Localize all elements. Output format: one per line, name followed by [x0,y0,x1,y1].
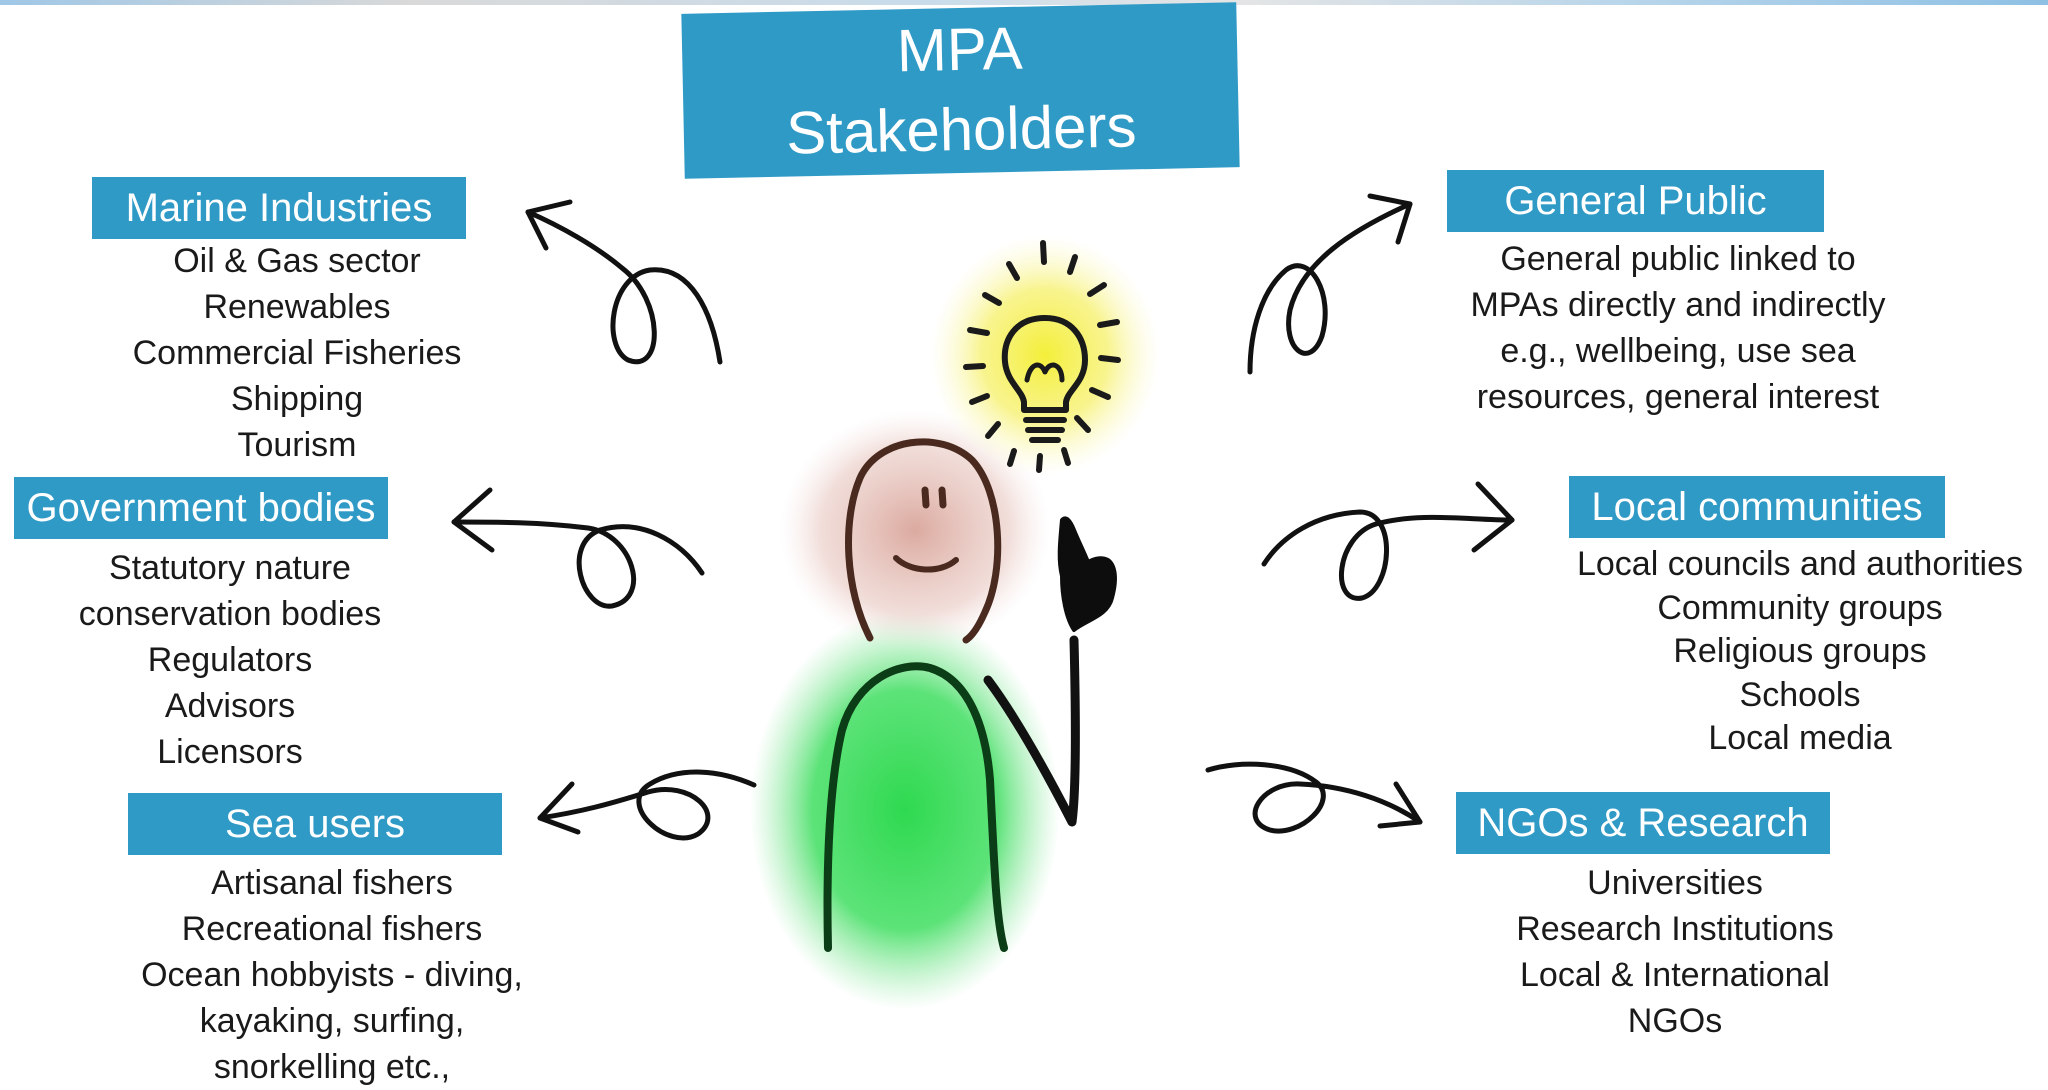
list-item: snorkelling etc., [213,1048,451,1086]
curly-arrow [1205,761,1423,834]
person-hand [1057,516,1117,632]
list-item: Research Institutions [1516,910,1834,948]
curly-arrow [1261,509,1515,601]
label-general-public: General Public [1447,170,1824,232]
list-item: Regulators [147,641,313,679]
list-marine-industries: Oil & Gas sector Renewables Commercial F… [97,238,497,468]
label-government-bodies: Government bodies [14,477,388,539]
lightbulb-icon [963,240,1121,473]
list-item: conservation bodies [78,595,382,633]
list-item: General public linked to [1500,240,1856,278]
list-item: e.g., wellbeing, use sea [1500,332,1856,370]
arrowhead [525,199,573,251]
curly-arrow [525,209,723,365]
list-general-public: General public linked to MPAs directly a… [1418,236,1938,420]
list-sea-users: Artisanal fishers Recreational fishers O… [112,860,552,1090]
list-item: kayaking, surfing, [199,1002,465,1040]
list-item: Local councils and authorities [1576,545,2024,583]
title-line-2: Stakeholders [785,92,1138,167]
list-item: Licensors [157,733,303,771]
list-item: Commercial Fisheries [132,334,462,372]
list-item: Statutory nature [109,549,351,587]
arrowhead [537,781,581,835]
person-eye-right [938,486,947,509]
title-line-1: MPA [896,14,1024,85]
list-item: Tourism [237,426,357,464]
curly-arrows [451,193,1515,841]
list-ngos-research: Universities Research Institutions Local… [1445,860,1905,1044]
arrowhead [1377,781,1423,829]
list-item: Recreational fishers [181,910,483,948]
person-figure [823,438,1117,952]
list-item: MPAs directly and indirectly [1470,286,1886,324]
curly-arrow [451,519,705,609]
label-ngos-research: NGOs & Research [1456,792,1830,854]
list-local-communities: Local councils and authorities Community… [1570,543,2030,761]
arrowhead [1471,481,1515,553]
list-item: Shipping [230,380,364,418]
list-item: Schools [1739,675,1861,714]
arrowhead [451,487,495,553]
list-item: NGOs [1627,1002,1723,1040]
list-item: Advisors [164,687,296,725]
list-item: Universities [1587,864,1763,902]
list-government-bodies: Statutory nature conservation bodies Reg… [30,545,430,775]
list-item: Oil & Gas sector [173,242,421,280]
list-item: Local media [1708,719,1892,757]
list-item: Community groups [1657,588,1943,627]
list-item: resources, general interest [1476,378,1880,416]
person-eye-left [921,486,930,509]
list-item: Religious groups [1673,632,1927,670]
list-item: Artisanal fishers [211,864,453,902]
list-item: Renewables [203,288,391,326]
curly-arrow [537,769,757,841]
arrowhead [1367,193,1413,245]
person-arm [983,635,1080,827]
person-body [823,662,1008,952]
person-smile [893,555,959,573]
list-item: Ocean hobbyists - diving, [141,956,523,994]
curly-arrow [1247,201,1413,375]
page-title: MPA Stakeholders [681,2,1240,179]
person-head [845,438,1002,644]
list-item: Local & International [1520,956,1830,994]
label-sea-users: Sea users [128,793,502,855]
label-marine-industries: Marine Industries [92,177,466,239]
label-local-communities: Local communities [1569,476,1945,538]
top-decorative-strip [0,0,2048,5]
